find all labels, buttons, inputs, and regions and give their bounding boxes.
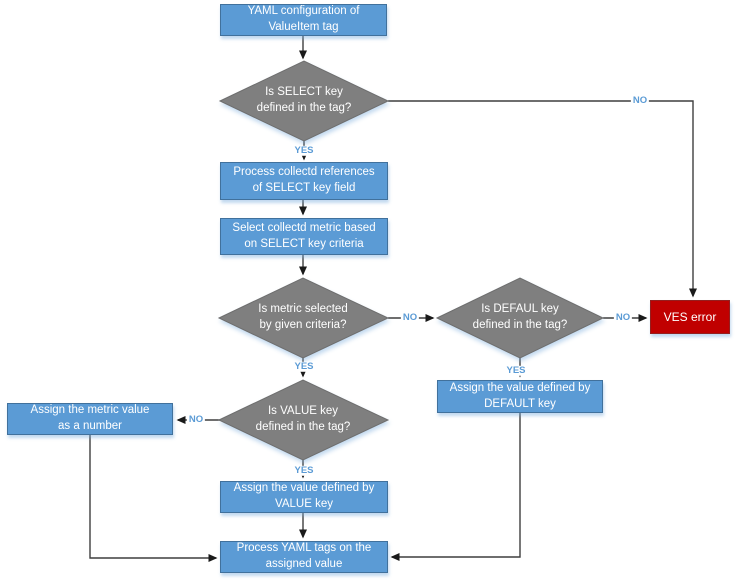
select-no-label: NO: [630, 94, 650, 107]
default-no-label: NO: [613, 311, 633, 324]
metric-decision-shape: [217, 277, 390, 359]
ves-error-label: VES error: [663, 309, 717, 324]
start-node-line2: ValueItem tag: [268, 21, 339, 33]
value-no-label: NO: [186, 413, 206, 426]
select-metric-line2: on SELECT key criteria: [244, 237, 364, 250]
edge-assignmetric-to-processyaml: [89, 435, 218, 562]
process-yaml-node: Process YAML tags on the assigned value: [220, 541, 388, 573]
default-yes-label: YES: [504, 364, 528, 377]
assign-default-line2: DEFAULT key: [484, 397, 556, 410]
assign-value-node: Assign the value defined by VALUE key: [220, 481, 388, 513]
start-node-line1: YAML configuration of: [247, 5, 360, 18]
metric-no-label: NO: [400, 311, 420, 324]
metric-yes-label: YES: [292, 360, 316, 373]
process-refs-node: Process collectd references of SELECT ke…: [220, 162, 388, 200]
select-metric-line1: Select collectd metric based: [232, 221, 376, 234]
assign-value-line1: Assign the value defined by: [233, 482, 375, 495]
process-yaml-line1: Process YAML tags on the: [236, 542, 372, 555]
ves-error-node: VES error: [650, 300, 730, 334]
start-node: YAML configuration of ValueItem tag: [220, 4, 387, 36]
assign-metric-node: Assign the metric value as a number: [7, 403, 173, 435]
select-metric-node: Select collectd metric based on SELECT k…: [220, 218, 388, 255]
select-yes-label: YES: [292, 144, 316, 157]
assign-metric-line2: as a number: [58, 420, 122, 432]
default-decision-shape: [435, 277, 605, 359]
value-yes-label: YES: [292, 464, 316, 477]
assign-value-line2: VALUE key: [275, 498, 333, 510]
process-refs-line1: Process collectd references: [233, 166, 375, 179]
assign-default-node: Assign the value defined by DEFAULT key: [437, 380, 603, 413]
value-decision-shape: [217, 379, 390, 461]
select-decision-shape: [218, 60, 390, 142]
edge-assigndefault-to-processyaml: [390, 413, 521, 561]
process-refs-line2: of SELECT key field: [252, 182, 356, 194]
assign-metric-line1: Assign the metric value: [30, 404, 150, 417]
assign-default-line1: Assign the value defined by: [449, 381, 591, 394]
process-yaml-line2: assigned value: [265, 558, 343, 570]
edge-select-no-to-ves: [388, 100, 697, 298]
